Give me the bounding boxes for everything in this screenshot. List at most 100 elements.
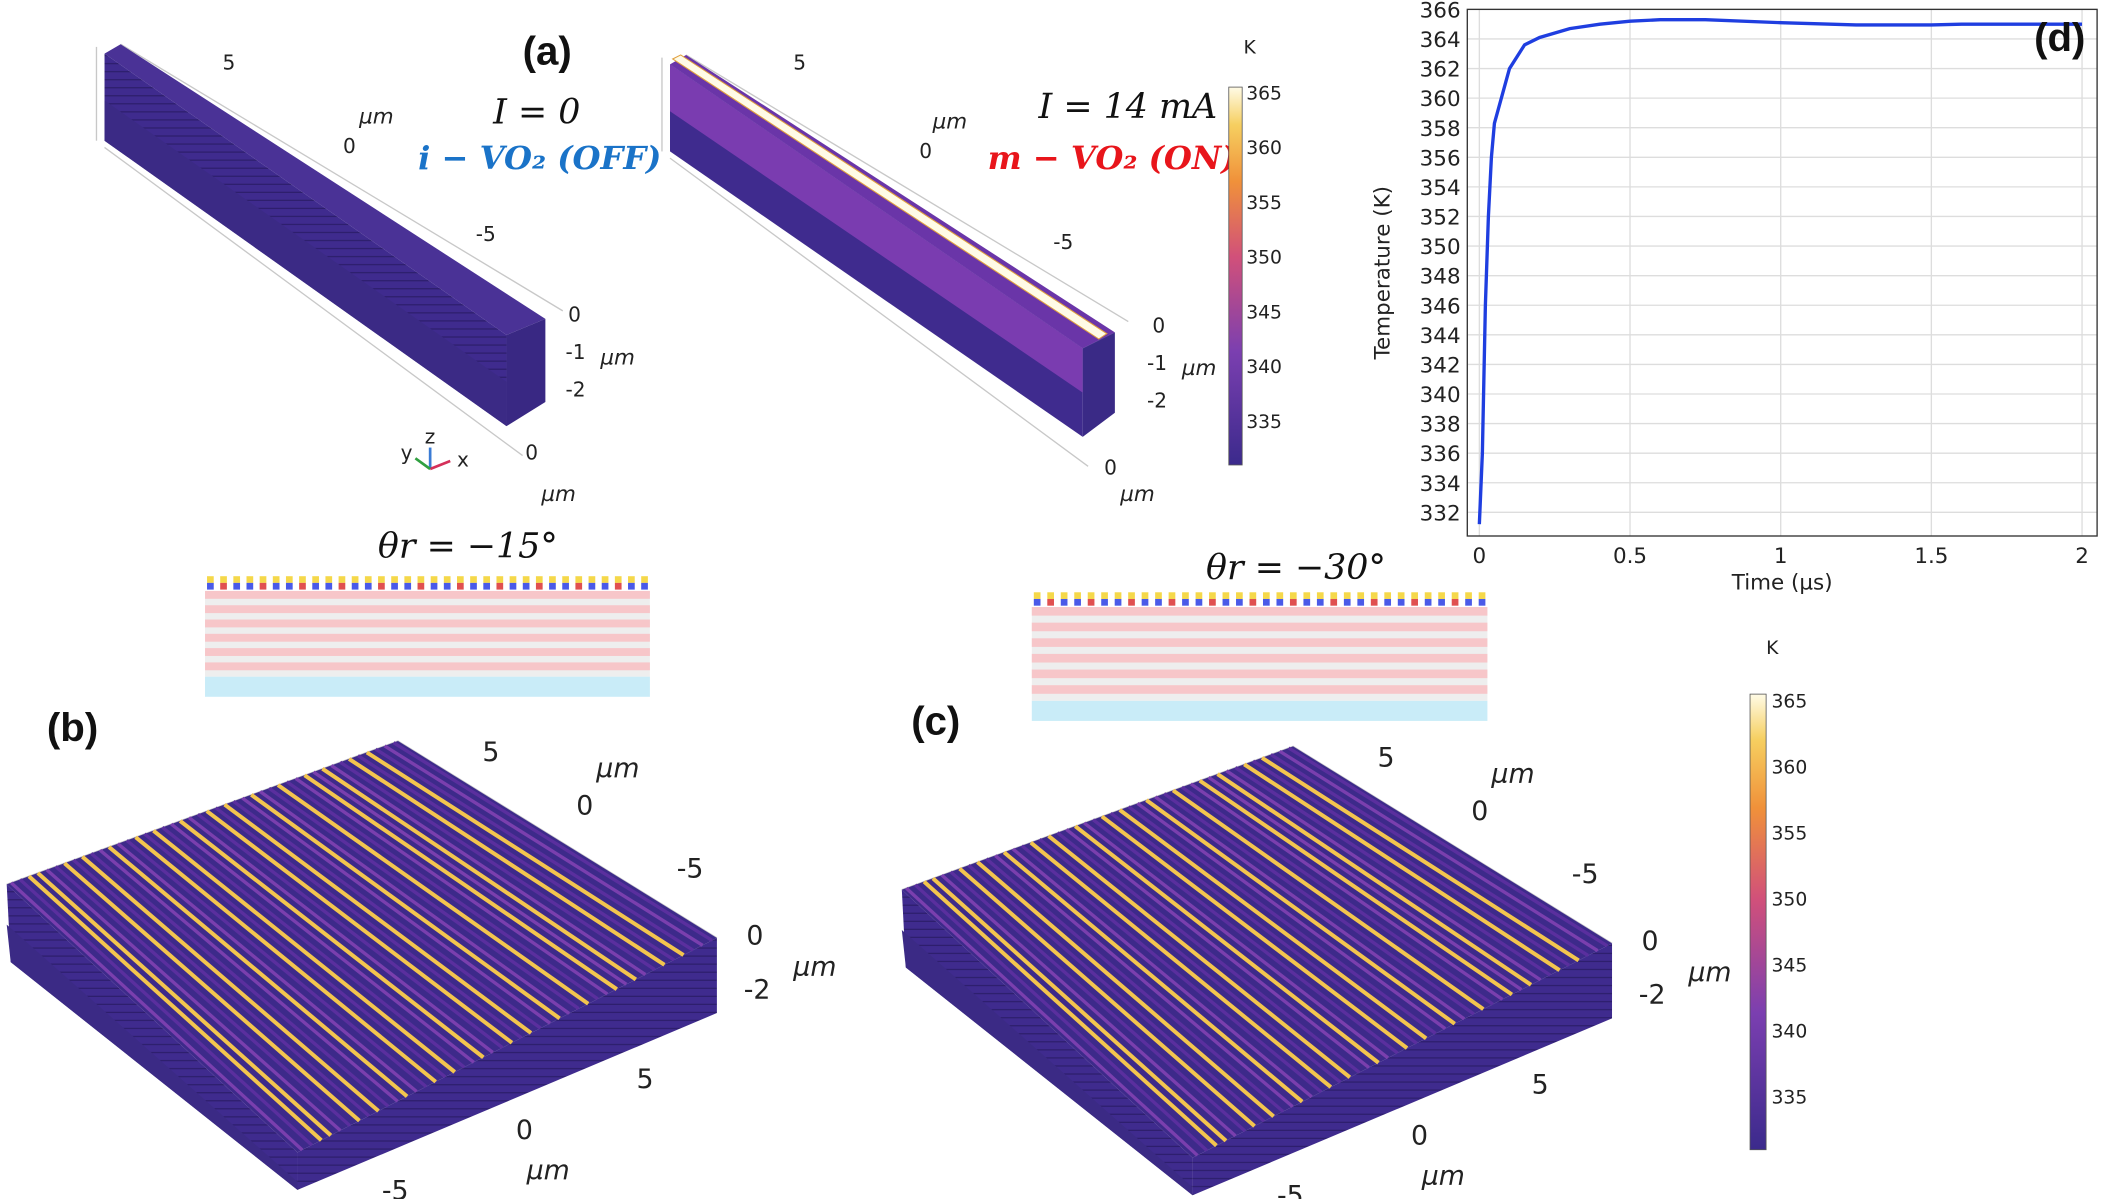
svg-text:µm: µm [1119,482,1155,507]
y-tick-label: 334 [1420,472,1461,497]
grating-bottom-cell [364,582,372,590]
tick-label: -5 [382,1175,409,1199]
tick-label: 0 [568,303,581,327]
grating-top-cell [1182,592,1189,599]
grating-top-cell [1316,592,1324,599]
angle-label-b: θr = −15° [378,526,558,566]
stack-layer [205,648,650,656]
grating-ridge [922,880,1218,1148]
tick-label: -5 [677,854,704,885]
grating-ridge [1073,824,1380,1065]
grating-bottom-cell [1370,598,1378,606]
grating-ridge [276,783,590,1006]
tick-label: -2 [1147,388,1167,412]
grating-bottom-cell [1451,598,1459,606]
grating-bottom-cell [220,582,227,590]
grating-top-cell [364,576,372,583]
grating-bottom-cell [470,582,477,590]
grating-ridge [45,868,342,1132]
grating-top-cell [207,576,214,583]
grating-bottom-cell [1330,598,1338,606]
grating-ridge [268,786,580,1011]
axis-triad-icon: z x y [401,425,469,472]
stack-layer [1031,638,1488,647]
grating-ridge [1260,756,1580,963]
grating-top-cell [1209,592,1216,599]
grating-ridge [1145,798,1456,1026]
grating-bottom-cell [1033,598,1041,606]
grating-ridge [374,747,694,952]
svg-text:K: K [1244,38,1257,59]
grating-ridge [285,780,599,1001]
y-tick-label: 336 [1420,442,1461,467]
grating-bottom-cell [285,582,293,590]
y-tick-label: 360 [1420,87,1461,112]
grating-top-cell [404,576,412,583]
grating-top-cell [1397,592,1405,599]
grating-ridge [294,777,609,996]
tick-label: 0 [576,791,593,822]
grating-bottom-cell [351,582,359,590]
y-tick-label: 358 [1420,117,1461,142]
grating-ridge [392,741,714,942]
grating-ridge [250,793,561,1021]
slab-left-face [6,884,298,1190]
grating-ridge [116,842,418,1093]
grating-bottom-cell [1047,598,1054,606]
grating-ridge [72,858,371,1118]
grating-top-cell [391,576,398,583]
grating-bottom-cell [483,582,491,590]
grating-top-cell [430,576,438,583]
grating-bottom-cell [535,582,543,590]
stack-layer [1031,685,1488,694]
grating-top-cell [338,576,346,583]
tick-label: 5 [1378,742,1395,773]
y-tick-label: 354 [1420,176,1461,201]
y-tick-label: 356 [1420,146,1461,171]
grating-ridge [107,845,409,1098]
grating-ridge [1189,782,1504,1001]
grating-ridge [63,861,361,1123]
grating-bottom-cell [496,582,504,590]
grating-top-cell [1330,592,1338,599]
grating-ridge [1154,795,1466,1021]
grating-top-cell [1478,592,1486,599]
grating-bottom-cell [614,582,622,590]
slab-right-face [1192,943,1613,1196]
grating-top-cell [299,576,306,583]
colorbar-tick-label: 350 [1246,248,1282,269]
grating-ridge [383,744,704,947]
y-tick-label: 344 [1420,324,1461,349]
grating-ridge [134,835,437,1084]
svg-text:z: z [425,425,436,449]
grating-bottom-cell [1060,598,1068,606]
grating-bottom-cell [1276,598,1284,606]
tick-label: -1 [565,340,585,364]
grating-top-cell [1087,592,1095,599]
grating-top-cell [351,576,359,583]
grating-bottom-cell [1222,598,1230,606]
grating-ridge [36,871,333,1137]
grating-top-cell [1033,592,1041,599]
grating-bottom-cell [575,582,583,590]
grating-ridge [339,760,656,972]
grating-ridge [985,857,1285,1113]
grating-top-cell [641,576,648,583]
grating-bottom-cell [1114,598,1122,606]
substrate-face [6,924,298,1190]
slab-top-face [901,746,1613,1158]
stack-layer [1031,669,1488,679]
grating-ridge [347,757,666,967]
grating-ridge [1136,802,1447,1030]
grating-ridge [1225,769,1542,982]
grating-ridge [1047,834,1352,1079]
grating-ridge [1091,818,1399,1055]
grating-bottom-cell [391,582,398,590]
colorbar-tick-label: 365 [1771,691,1807,712]
y-tick-label: 364 [1420,28,1461,53]
tick-label: 0 [746,921,763,952]
svg-text:K: K [1766,638,1779,659]
colorbar-tick-label: 335 [1246,412,1282,433]
grating-ridge [143,832,447,1079]
